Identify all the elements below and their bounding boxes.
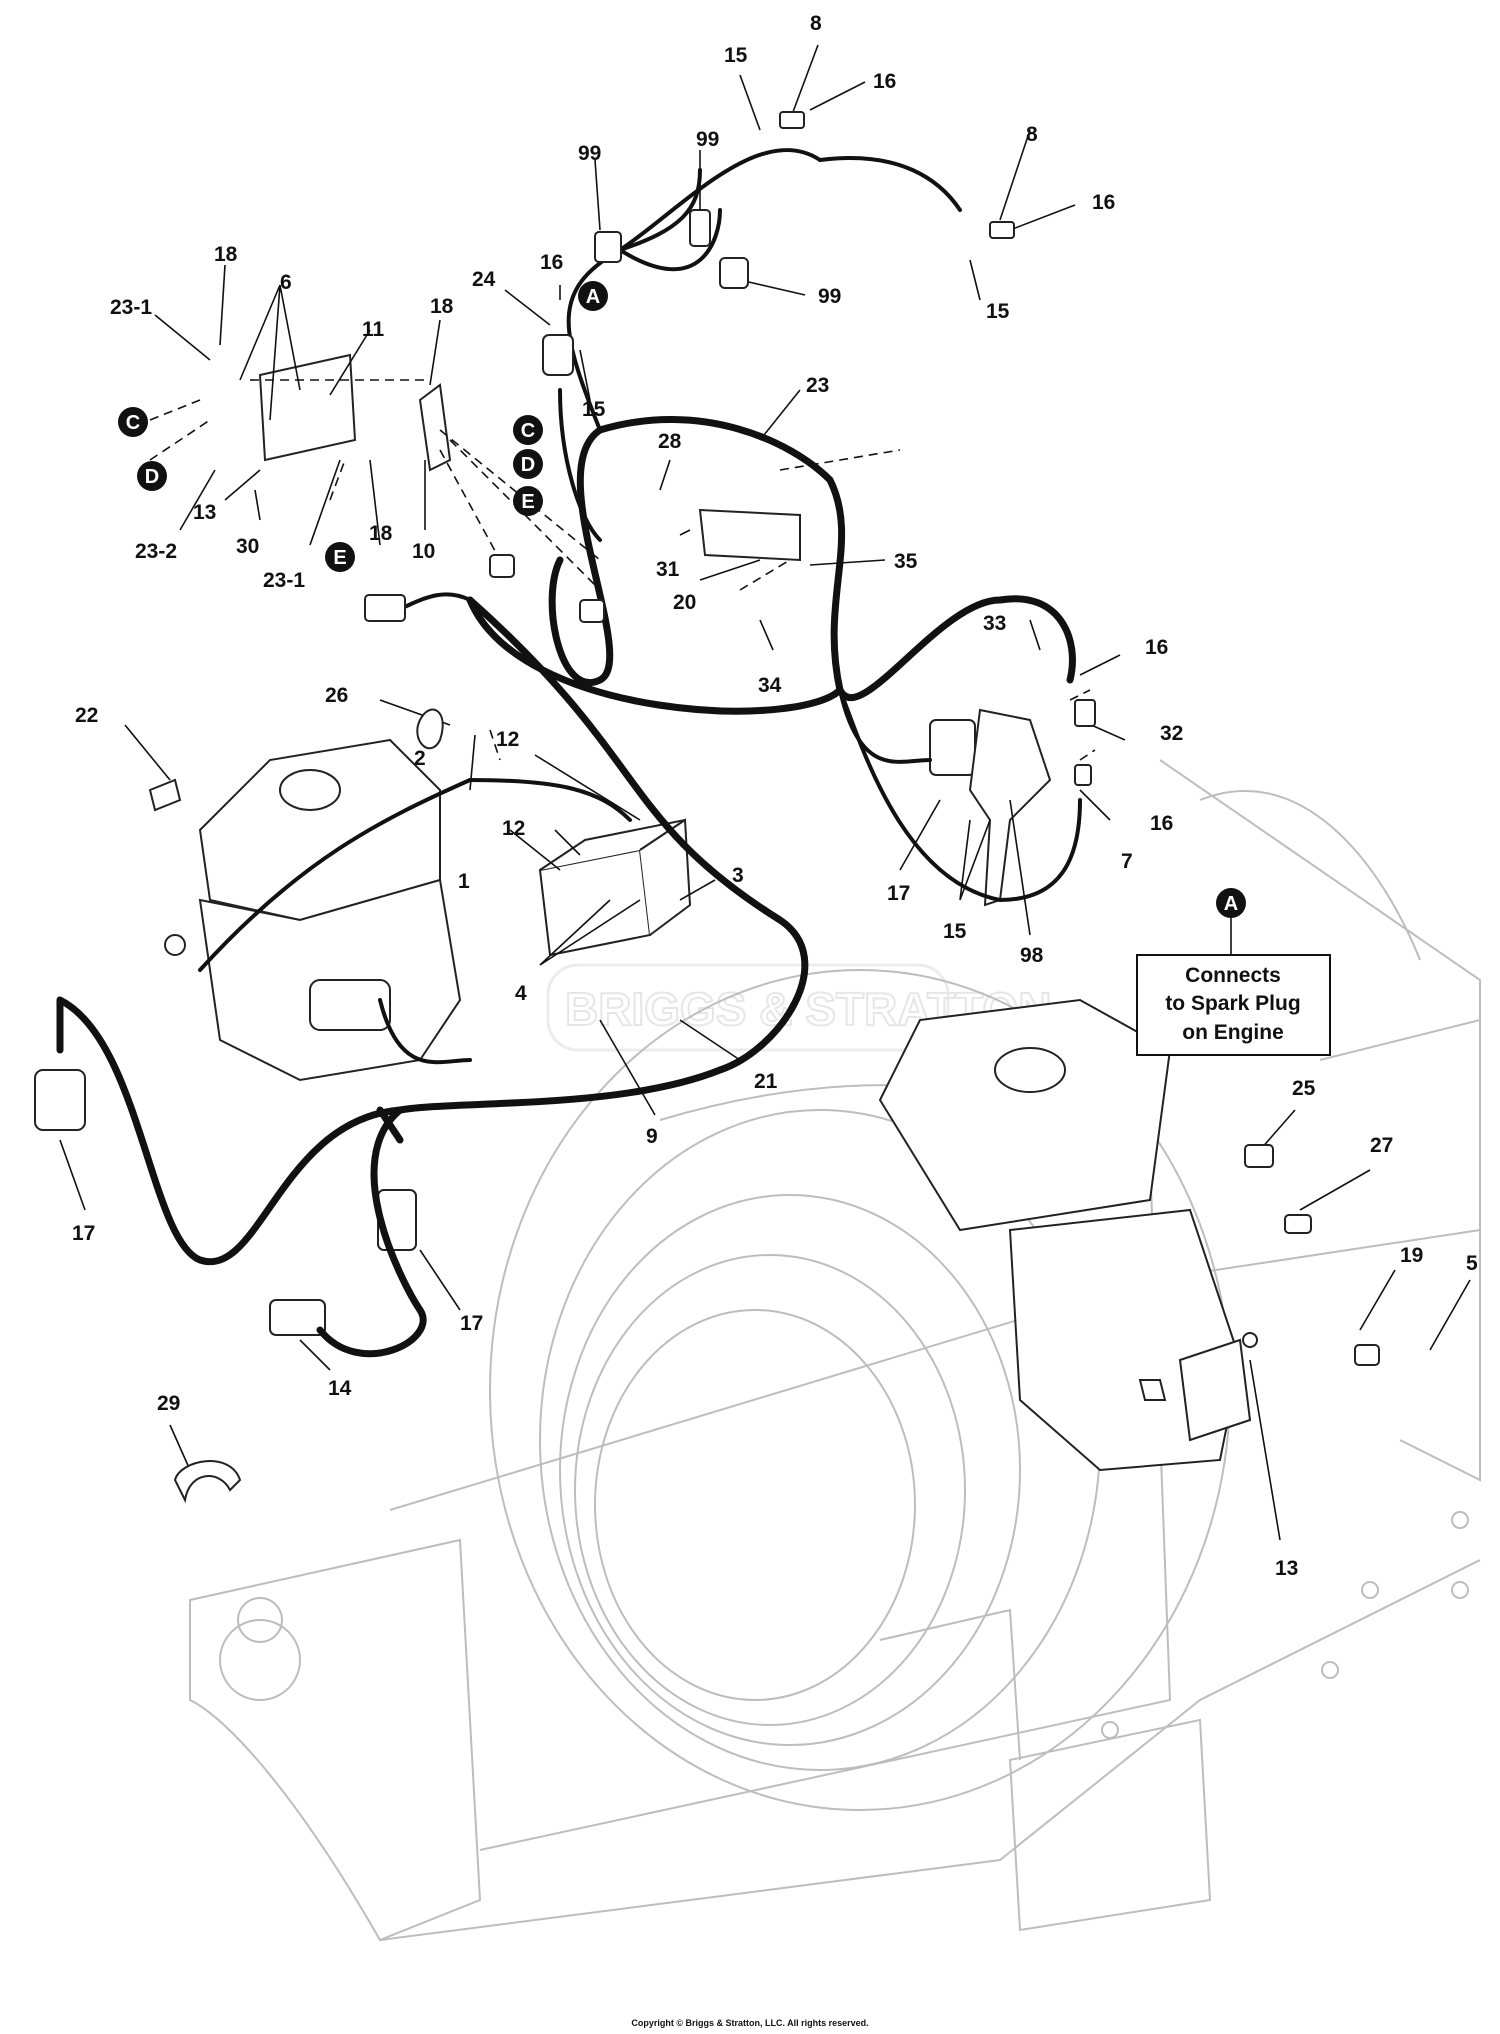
callout-6: 6 <box>280 271 292 294</box>
callout-16: 16 <box>873 70 896 93</box>
ref-marker-c-left <box>118 407 148 437</box>
ref-marker-a-note <box>1216 888 1246 918</box>
callout-16: 16 <box>1092 191 1115 214</box>
ref-marker-d-left <box>137 461 167 491</box>
callout-98: 98 <box>1020 944 1044 967</box>
ref-marker-d-mid <box>513 449 543 479</box>
callout-23-1: 23-1 <box>263 569 305 592</box>
callout-13: 13 <box>193 501 216 524</box>
callout-13: 13 <box>1275 1557 1298 1580</box>
callout-31: 31 <box>656 558 680 581</box>
ref-label-a-top: A <box>586 286 600 308</box>
callout-8: 8 <box>810 12 822 35</box>
callout-10: 10 <box>412 540 435 563</box>
leader-lines <box>59 44 1471 1541</box>
callout-18: 18 <box>430 295 454 318</box>
spark-plug-note: Connects to Spark Plug on Engine <box>1136 954 1331 1056</box>
ref-marker-e-mid <box>513 486 543 516</box>
actuator-right <box>929 719 976 776</box>
callout-28: 28 <box>658 430 682 453</box>
ref-marker-e-left <box>325 542 355 572</box>
callout-16: 16 <box>1145 636 1168 659</box>
callout-15: 15 <box>986 300 1010 323</box>
ref-label-e-left: E <box>333 547 346 569</box>
callout-7: 7 <box>1121 850 1133 873</box>
ref-label-d-mid: D <box>521 454 535 476</box>
callout-21: 21 <box>754 1070 778 1093</box>
callout-8: 8 <box>1026 123 1038 146</box>
ref-label-c-mid: C <box>521 420 535 442</box>
callout-17: 17 <box>72 1222 95 1245</box>
callout-9: 9 <box>646 1125 658 1148</box>
note-line-3: on Engine <box>1182 1021 1284 1044</box>
callout-23-2: 23-2 <box>135 540 177 563</box>
note-line-2: to Spark Plug <box>1165 992 1300 1015</box>
callout-34: 34 <box>758 674 782 697</box>
ref-marker-a-top <box>578 281 608 311</box>
callout-2: 2 <box>414 747 426 770</box>
callout-23-1: 23-1 <box>110 296 152 319</box>
callout-32: 32 <box>1160 722 1183 745</box>
callout-19: 19 <box>1400 1244 1423 1267</box>
ref-marker-c-mid <box>513 415 543 445</box>
callout-26: 26 <box>325 684 348 707</box>
control-module-group <box>258 353 1052 907</box>
callout-20: 20 <box>673 591 696 614</box>
callout-5: 5 <box>1466 1252 1478 1275</box>
callout-24: 24 <box>472 268 496 291</box>
callout-11: 11 <box>362 318 385 341</box>
ref-label-d-left: D <box>145 466 159 488</box>
callout-4: 4 <box>515 982 527 1005</box>
ref-label-e-mid: E <box>521 491 534 513</box>
callout-12: 12 <box>496 728 519 751</box>
copyright-notice: Copyright © Briggs & Stratton, LLC. All … <box>631 2018 868 2028</box>
part-callouts: 15 8 16 99 99 99 8 16 15 18 6 23-1 11 18… <box>72 12 1478 1580</box>
actuator-14 <box>269 1299 326 1336</box>
callout-22: 22 <box>75 704 98 727</box>
callout-14: 14 <box>328 1377 352 1400</box>
callout-99: 99 <box>578 142 601 165</box>
callout-99: 99 <box>818 285 841 308</box>
reference-markers: A C D E C D E A <box>118 281 1246 955</box>
machine-frame-ghost <box>189 759 1481 1942</box>
callout-15: 15 <box>724 44 748 67</box>
callout-35: 35 <box>894 550 918 573</box>
callout-15: 15 <box>943 920 967 943</box>
callout-23: 23 <box>806 374 829 397</box>
callout-12: 12 <box>502 817 525 840</box>
callout-15: 15 <box>582 398 606 421</box>
battery <box>538 818 692 957</box>
note-line-1: Connects <box>1185 964 1281 987</box>
callout-16: 16 <box>540 251 563 274</box>
small-parts <box>148 111 1380 1504</box>
callout-27: 27 <box>1370 1134 1393 1157</box>
engine-installed-ghost <box>878 998 1258 1472</box>
callout-25: 25 <box>1292 1077 1316 1100</box>
callout-1: 1 <box>458 870 470 893</box>
callout-99: 99 <box>696 128 719 151</box>
callout-33: 33 <box>983 612 1006 635</box>
callout-30: 30 <box>236 535 259 558</box>
callout-17: 17 <box>887 882 910 905</box>
engine-assembly <box>164 738 462 1082</box>
callout-16: 16 <box>1150 812 1173 835</box>
actuator-left <box>34 1069 86 1131</box>
callout-17: 17 <box>460 1312 483 1335</box>
callout-18: 18 <box>214 243 238 266</box>
ref-label-a-note: A <box>1224 893 1238 915</box>
callout-29: 29 <box>157 1392 180 1415</box>
callout-3: 3 <box>732 864 744 887</box>
ref-label-c-left: C <box>126 412 140 434</box>
callout-18: 18 <box>369 522 393 545</box>
note-box <box>1136 954 1331 1056</box>
